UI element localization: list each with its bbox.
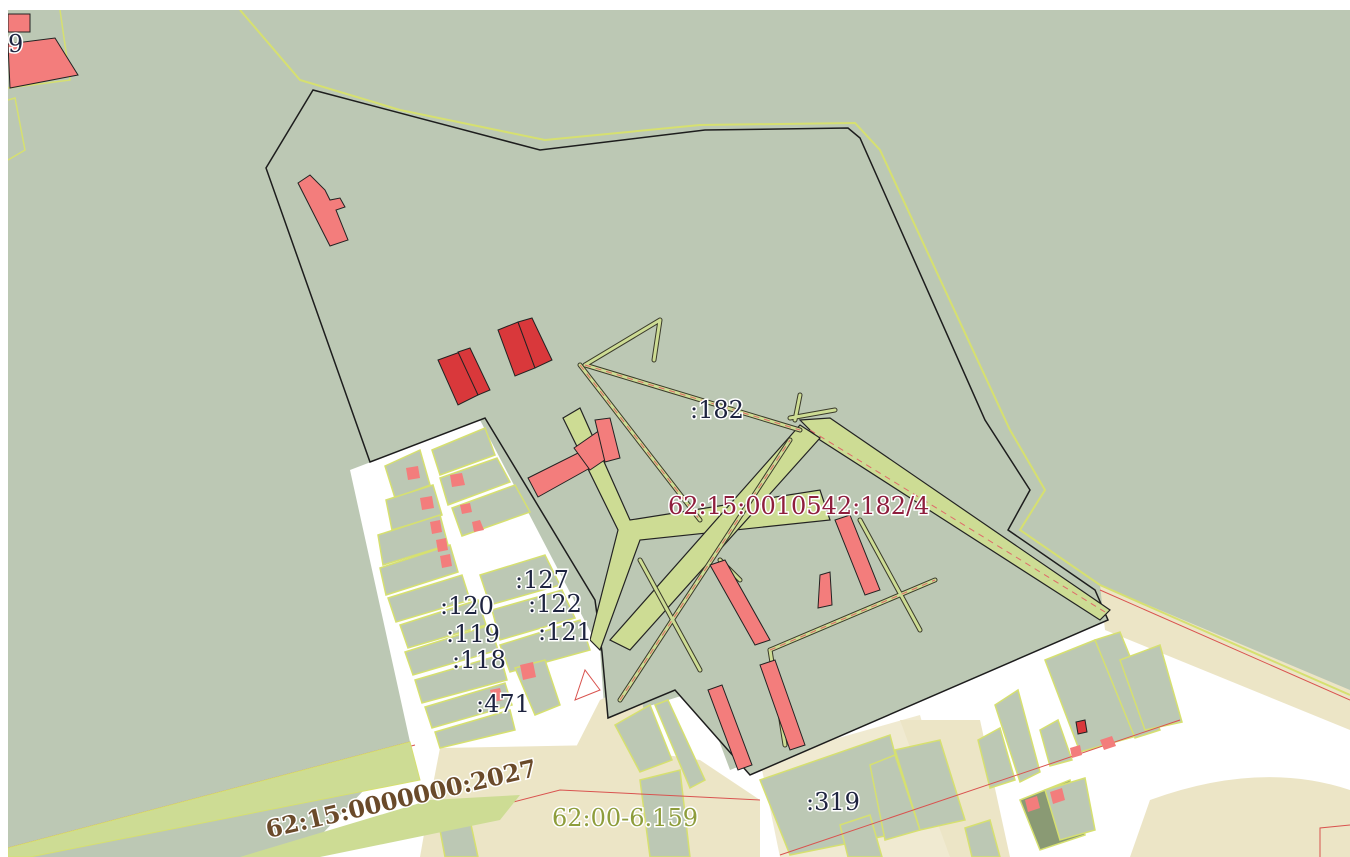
label-zone-6159: 62:00-6.159	[552, 804, 698, 832]
label-parcel-127: :127	[515, 566, 569, 594]
west-parcel-outline	[8, 10, 71, 161]
buildings-red[interactable]	[437, 317, 1088, 735]
green-strip	[8, 741, 421, 857]
label-parcel-119: :119	[446, 620, 500, 648]
parcel-182[interactable]	[265, 89, 1109, 776]
road-dashes	[579, 364, 1106, 701]
label-parcel-471: :471	[476, 690, 530, 718]
label-parcel-319: :319	[806, 788, 860, 816]
label-corner-9: 9	[8, 30, 23, 58]
label-parcel-182: :182	[690, 396, 744, 424]
green-strip-2	[240, 795, 520, 857]
label-parcel-118: :118	[452, 646, 506, 674]
buildings-pink[interactable]	[8, 13, 1116, 812]
label-cadastral-182-4: 62:15:0010542:182/4	[668, 492, 929, 520]
cadastral-map[interactable]: 9 :182 62:15:0010542:182/4 :127 :120 :12…	[8, 10, 1350, 857]
residential-parcels[interactable]	[377, 427, 591, 749]
label-parcel-120: :120	[440, 592, 494, 620]
north-parcel-outline	[239, 10, 1350, 696]
south-parcels[interactable]	[439, 631, 1183, 857]
label-parcel-122: :122	[528, 590, 582, 618]
label-parcel-121: :121	[538, 618, 592, 646]
